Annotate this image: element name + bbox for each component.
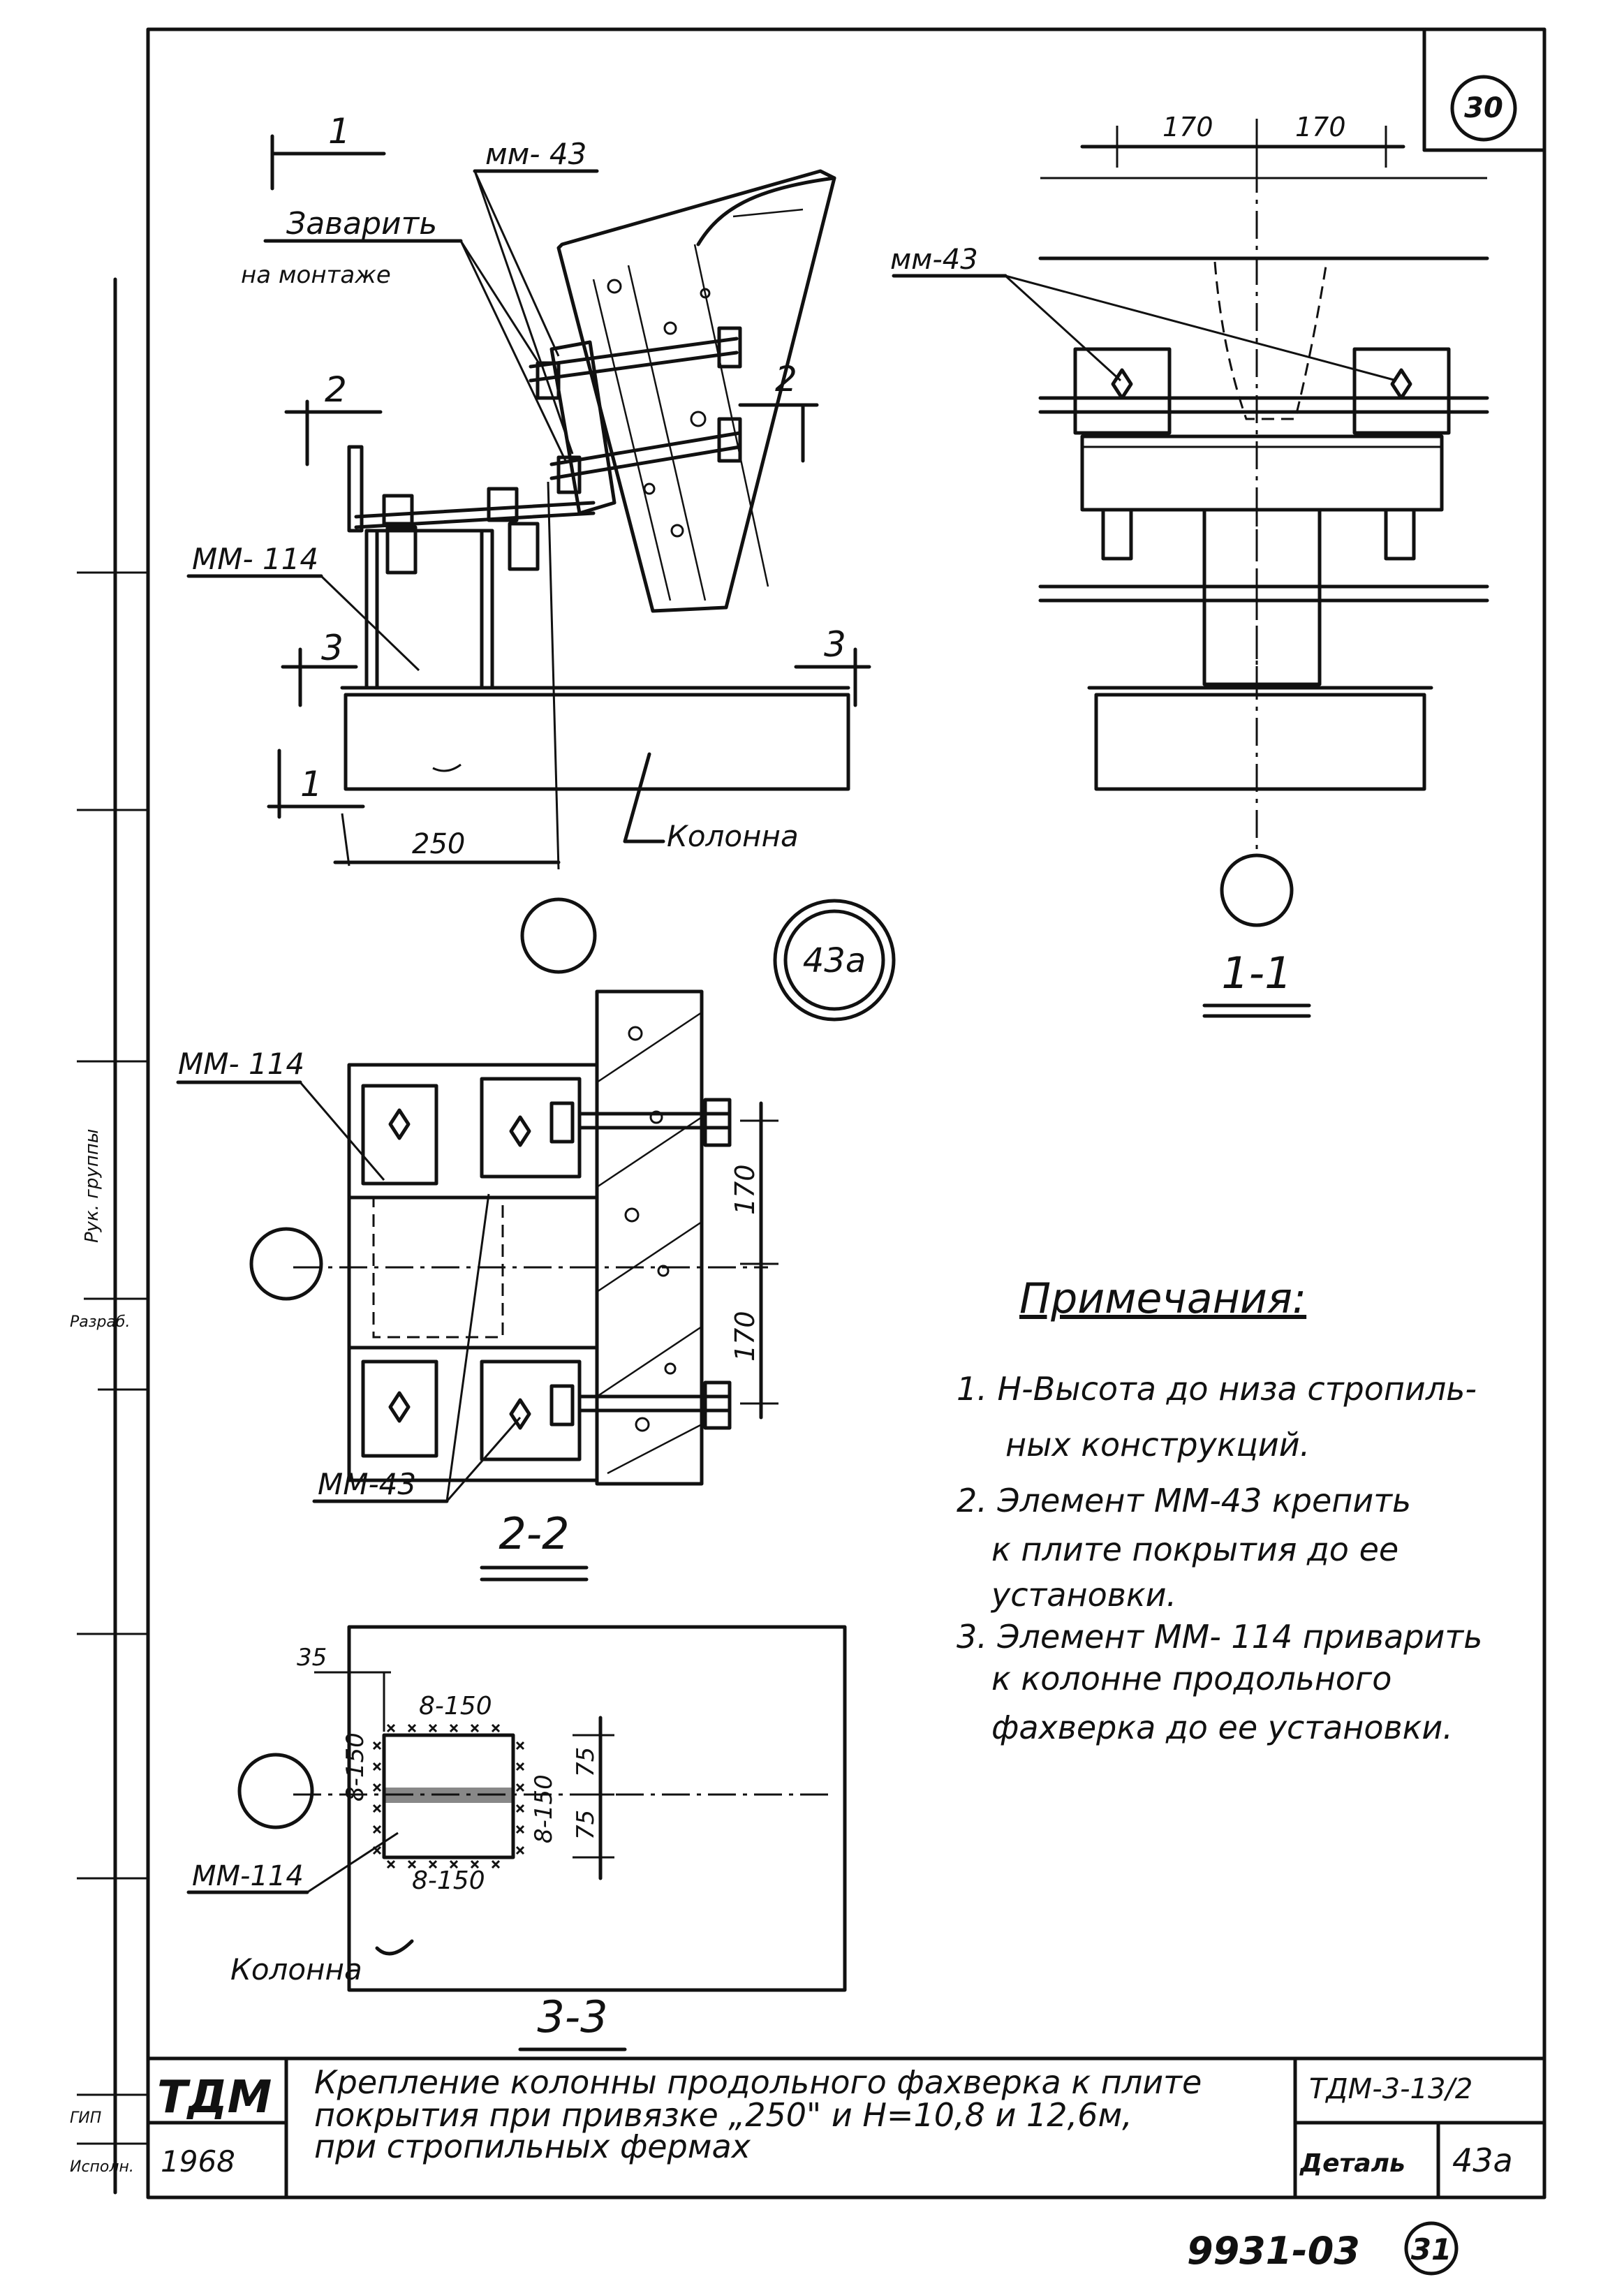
margin-text-4: Исполн. — [70, 2158, 134, 2176]
s22-dim-top: 170 — [730, 1164, 760, 1215]
svg-text:1: 1 — [328, 111, 350, 152]
doc-code: 9931-03 — [1187, 2229, 1360, 2273]
note-1-line-1: 1. Н-Высота до низа стропиль- — [957, 1370, 1477, 1408]
svg-text:1: 1 — [300, 764, 323, 804]
cut-mark-2-left: 2 — [284, 369, 383, 466]
dim-250: 250 — [412, 828, 465, 860]
svg-text:3: 3 — [321, 628, 344, 668]
weld-marks — [372, 1723, 525, 1869]
elev-callout-mm43: мм- 43 — [485, 137, 586, 171]
elev-column-label: Колонна — [667, 819, 799, 853]
detail-mark-text: 43а — [803, 941, 866, 980]
sheet-number: 30 — [1464, 92, 1503, 124]
s22-callout-mm114: ММ- 114 — [178, 1047, 304, 1081]
tb-title-2: покрытия при привязке „250" и Н=10,8 и 1… — [314, 2096, 1132, 2134]
notes-heading: Примечания: — [1019, 1274, 1306, 1323]
notes-block: Примечания: 1. Н-Высота до низа стропиль… — [957, 1274, 1482, 1746]
empty-mark-circle — [520, 897, 597, 974]
page-number-mark: 31 — [1404, 2221, 1459, 2276]
note-2-line-2: к плите покрытия до ее — [991, 1531, 1398, 1568]
section-2-2: 170 170 ММ- 114 ММ-43 2-2 — [176, 989, 778, 1582]
note-1-line-2: ных конструкций. — [1005, 1426, 1310, 1464]
cut-mark-3-right: 3 — [794, 624, 871, 707]
s33-weld-bottom: 8-150 — [412, 1866, 485, 1895]
tb-detail-value: 43а — [1452, 2142, 1513, 2179]
s22-callout-mm43: ММ-43 — [318, 1467, 416, 1501]
elev-callout-weld-2: на монтаже — [241, 261, 391, 289]
tb-org: ТДМ — [157, 2072, 272, 2123]
elev-callout-mm114: ММ- 114 — [192, 542, 318, 576]
s11-callout-mm43: мм-43 — [890, 244, 978, 276]
margin-text-3: ГИП — [70, 2109, 101, 2127]
section-1-1: 170 170 мм-43 — [890, 112, 1489, 1018]
tb-title-3: при стропильных фермах — [314, 2128, 751, 2165]
note-2-line-3: установки. — [990, 1576, 1176, 1614]
seat-bolts — [382, 487, 540, 575]
tb-detail-label: Деталь — [1299, 2149, 1405, 2178]
sheet-frame — [77, 27, 1547, 2200]
elev-callout-weld-1: Заварить — [286, 206, 437, 242]
s33-dim-75b: 75 — [572, 1810, 600, 1840]
page-number: 31 — [1411, 2232, 1452, 2267]
note-3-line-3: фахверка до ее установки. — [991, 1709, 1453, 1746]
s22-title: 2-2 — [499, 1508, 569, 1559]
s22-dim-bottom: 170 — [730, 1311, 760, 1362]
s33-dim-35: 35 — [297, 1644, 327, 1672]
s33-callout-mm114: ММ-114 — [192, 1860, 304, 1892]
s33-weld-left: 8-150 — [341, 1732, 369, 1802]
margin-ticks — [77, 571, 148, 1880]
note-3-line-2: к колонне продольного — [991, 1660, 1392, 1697]
tb-year: 1968 — [161, 2144, 235, 2179]
cut-mark-1-top: 1 — [270, 111, 386, 191]
svg-text:2: 2 — [775, 359, 797, 399]
s33-column-label: Колонна — [230, 1952, 362, 1987]
cut-mark-3-left: 3 — [281, 628, 358, 707]
note-2-line-1: 2. Элемент ММ-43 крепить — [957, 1482, 1411, 1519]
tb-series: ТДМ-3-13/2 — [1309, 2073, 1472, 2105]
margin-text-2: Разраб. — [70, 1313, 130, 1331]
svg-text:2: 2 — [325, 369, 347, 410]
elevation-view: 250 Колонна 1 1 2 2 3 — [186, 111, 871, 870]
tb-title-1: Крепление колонны продольного фахверка к… — [314, 2063, 1202, 2101]
dim-170-right: 170 — [1295, 112, 1346, 142]
svg-text:3: 3 — [824, 624, 846, 665]
cut-mark-2-right: 2 — [738, 359, 819, 463]
slab-bolt-upper — [529, 326, 742, 400]
detail-43a-mark: 43а — [773, 899, 896, 1022]
section-3-3: 35 8-150 8-150 8-150 8-150 75 75 ММ-114 … — [186, 1625, 847, 2051]
slab-bolt-lower — [549, 417, 742, 494]
margin-text-1: Рук. группы — [82, 1129, 103, 1243]
cut-mark-1-bottom: 1 — [267, 749, 365, 819]
s33-weld-top: 8-150 — [419, 1692, 492, 1721]
s33-title: 3-3 — [537, 1991, 607, 2042]
s33-weld-inner: 8-150 — [530, 1774, 558, 1843]
dim-170-left: 170 — [1162, 112, 1213, 142]
s11-title: 1-1 — [1221, 948, 1292, 999]
title-block: ТДМ 1968 Крепление колонны продольного ф… — [146, 2056, 1547, 2200]
sheet-number-mark: 30 — [1422, 27, 1547, 152]
s33-dim-75a: 75 — [572, 1747, 600, 1777]
note-3-line-1: 3. Элемент ММ- 114 приварить — [957, 1618, 1482, 1656]
